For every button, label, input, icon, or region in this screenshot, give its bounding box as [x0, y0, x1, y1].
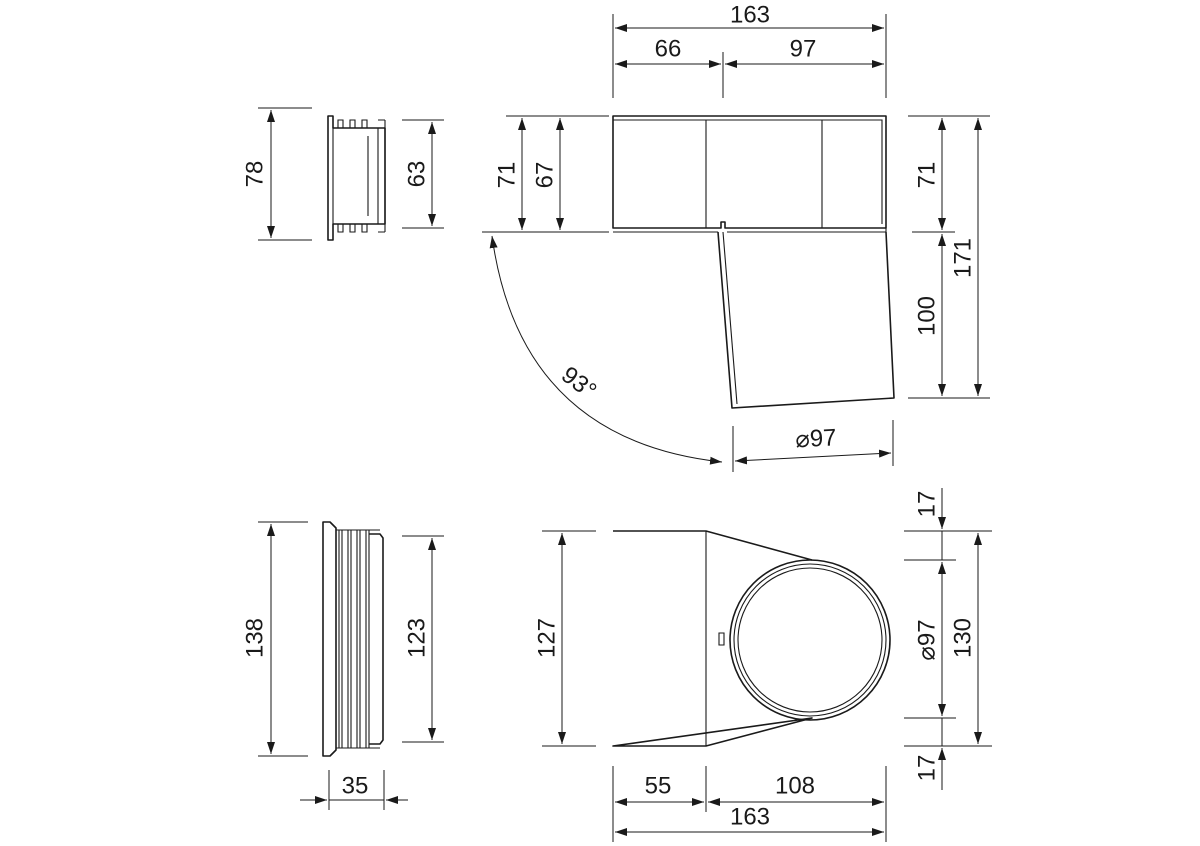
dim-100-label: 100: [913, 296, 940, 336]
dim-17-top-label: 17: [913, 491, 940, 518]
dim-123-label: 123: [403, 618, 430, 658]
dim-35-label: 35: [342, 772, 369, 799]
dim-angle-label: 93°: [556, 361, 601, 405]
elbow-top-view: 127 55 108 163 17 ⌀97 17 130: [533, 488, 992, 842]
adapter-front-body: [369, 533, 384, 745]
dim-127-label: 127: [533, 618, 560, 658]
elbow-inlet-body: [612, 115, 887, 229]
dim-dia-97-top-label: ⌀97: [913, 619, 940, 660]
dim-78-label: 78: [241, 161, 268, 188]
adapter-side-view: 78 63: [241, 107, 444, 241]
adapter-flange: [322, 521, 337, 757]
dim-dia-97-side-label: ⌀97: [795, 424, 838, 453]
dim-71-right-label: 71: [913, 162, 940, 189]
dim-17-bottom-label: 17: [913, 755, 940, 782]
adapter-side-body: [327, 115, 386, 241]
dim-130-label: 130: [949, 618, 976, 658]
dim-67-label: 67: [531, 162, 558, 189]
dim-108-label: 108: [775, 772, 815, 799]
dim-163-top-label: 163: [730, 1, 770, 28]
dim-55-label: 55: [645, 772, 672, 799]
dim-97-top-label: 97: [790, 35, 817, 62]
dim-138-label: 138: [241, 618, 268, 658]
dim-71-left-label: 71: [493, 162, 520, 189]
elbow-outlet-pipe: [717, 231, 895, 409]
elbow-outlet-circle: [729, 559, 891, 721]
elbow-top-body: [612, 530, 813, 747]
dim-63-label: 63: [403, 161, 430, 188]
dim-171-label: 171: [949, 238, 976, 278]
dim-66-label: 66: [655, 35, 682, 62]
dim-163-bottom-label: 163: [730, 803, 770, 830]
adapter-front-view: 138 123 35: [241, 521, 444, 810]
elbow-side-view: 163 66 97 71 67 71 100 171 93° ⌀97: [482, 1, 990, 472]
